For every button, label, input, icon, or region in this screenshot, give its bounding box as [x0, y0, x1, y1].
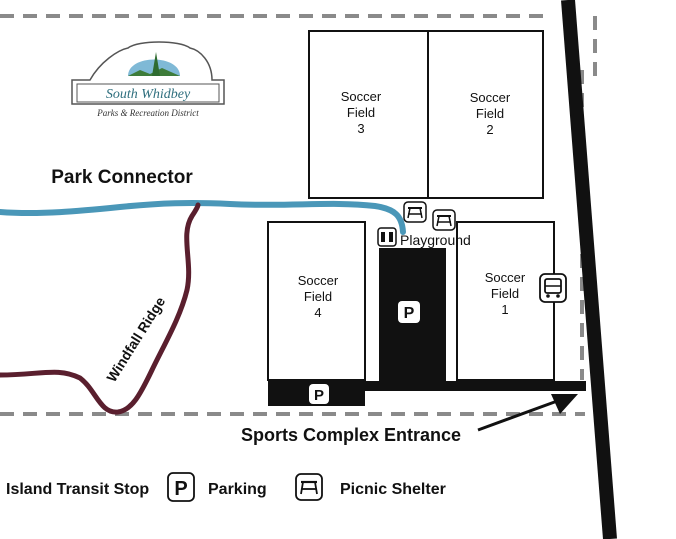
park-connector-trail — [0, 200, 406, 235]
bus-icon — [539, 273, 567, 303]
legend-picnic-label: Picnic Shelter — [340, 481, 446, 498]
parking-symbol: P — [404, 305, 415, 322]
district-logo: South Whidbey Parks & Recreation Distric… — [71, 41, 225, 118]
parking-symbol: P — [174, 478, 187, 500]
soccer-field-3-label: Soccer Field 3 — [341, 89, 382, 136]
main-road — [561, 0, 617, 539]
field-label-line1: Soccer — [341, 89, 382, 104]
restroom-icon — [377, 227, 397, 247]
field-label-line2: Field — [304, 289, 332, 304]
field-label-line2: Field — [491, 286, 519, 301]
field-number: 1 — [501, 302, 508, 317]
entrance-arrow-icon — [477, 394, 578, 432]
parking-icon: P — [398, 301, 420, 323]
field-label-line1: Soccer — [298, 273, 339, 288]
picnic-shelter-icon — [403, 201, 427, 223]
logo-name: South Whidbey — [106, 87, 191, 102]
field-number: 4 — [314, 305, 321, 320]
soccer-field-1 — [456, 221, 555, 381]
parking-icon: P — [309, 384, 329, 404]
park-connector-label: Park Connector — [51, 167, 193, 188]
field-label-line1: Soccer — [470, 90, 511, 105]
soccer-field-1-label: Soccer Field 1 — [485, 270, 526, 317]
legend-picnic-shelter-icon — [295, 473, 323, 501]
field-label-line2: Field — [347, 105, 375, 120]
soccer-field-2-label: Soccer Field 2 — [470, 90, 511, 137]
field-label-line2: Field — [476, 106, 504, 121]
entrance-label: Sports Complex Entrance — [241, 425, 461, 445]
playground-label: Playground — [400, 232, 471, 248]
field-number: 2 — [486, 122, 493, 137]
soccer-field-4-label: Soccer Field 4 — [298, 273, 339, 320]
picnic-shelter-icon — [432, 209, 456, 231]
legend-parking-icon: P — [167, 472, 195, 502]
field-label-line1: Soccer — [485, 270, 526, 285]
legend-parking-label: Parking — [208, 481, 267, 498]
park-boundary — [0, 14, 597, 416]
windfall-ridge-trail — [0, 202, 201, 415]
parking-symbol: P — [314, 387, 324, 404]
field-number: 3 — [357, 121, 364, 136]
legend-transit-label: Island Transit Stop — [6, 481, 149, 498]
soccer-field-4 — [267, 221, 366, 381]
soccer-field-2 — [427, 30, 544, 199]
windfall-ridge-label: Windfall Ridge — [103, 294, 168, 385]
logo-subtitle: Parks & Recreation District — [96, 108, 199, 118]
legend: Island Transit Stop P Parking Picnic She… — [6, 472, 446, 502]
